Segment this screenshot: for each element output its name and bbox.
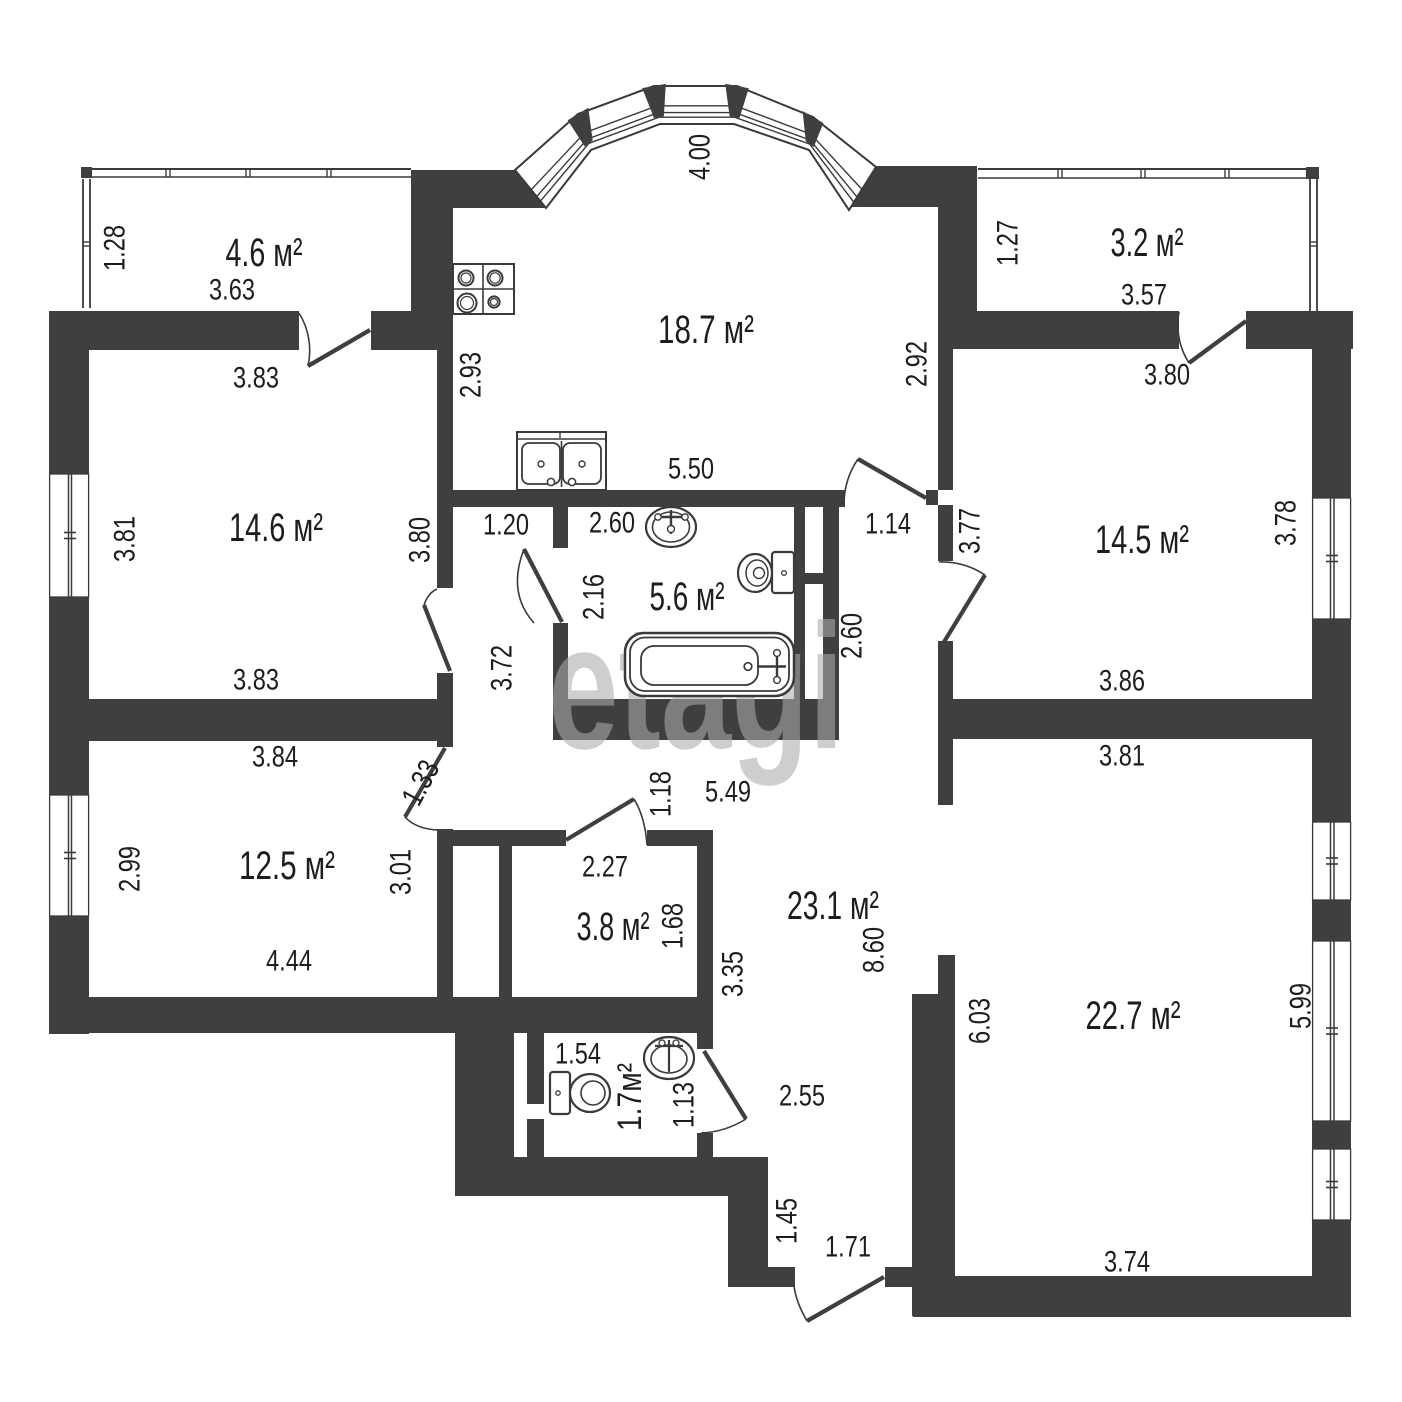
svg-text:2.60: 2.60 [589,507,635,540]
svg-text:18.7 м²: 18.7 м² [658,308,754,352]
svg-text:3.74: 3.74 [1104,1246,1150,1279]
svg-text:3.77: 3.77 [954,508,987,554]
svg-text:3.8 м²: 3.8 м² [577,905,650,949]
svg-text:1.45: 1.45 [771,1198,804,1244]
svg-text:2.16: 2.16 [578,574,611,620]
svg-text:1.7м²: 1.7м² [611,1063,649,1131]
svg-text:3.01: 3.01 [385,849,418,895]
svg-text:3.78: 3.78 [1270,500,1303,546]
svg-text:3.63: 3.63 [209,274,255,307]
svg-text:6.03: 6.03 [964,998,997,1044]
svg-text:4.00: 4.00 [684,134,717,180]
svg-text:1.18: 1.18 [645,771,678,817]
svg-text:14.5 м²: 14.5 м² [1095,518,1189,562]
svg-text:1.28: 1.28 [99,225,132,271]
svg-text:1.14: 1.14 [865,508,911,541]
svg-text:1.20: 1.20 [483,509,529,542]
svg-text:8.60: 8.60 [858,927,891,973]
svg-text:2.55: 2.55 [779,1080,825,1113]
svg-text:3.81: 3.81 [109,516,142,562]
svg-text:2.27: 2.27 [582,851,628,884]
svg-text:3.81: 3.81 [1099,740,1145,773]
svg-text:12.5 м²: 12.5 м² [239,844,335,888]
svg-text:3.80: 3.80 [404,517,437,563]
svg-text:4.44: 4.44 [266,945,312,978]
svg-text:1.13: 1.13 [668,1082,701,1128]
svg-text:3.2 м²: 3.2 м² [1111,221,1184,265]
svg-text:1.68: 1.68 [657,903,690,949]
svg-text:5.99: 5.99 [1285,983,1318,1029]
svg-text:3.35: 3.35 [717,951,750,997]
svg-text:3.83: 3.83 [233,664,279,697]
svg-text:3.83: 3.83 [233,362,279,395]
svg-text:5.50: 5.50 [668,453,714,486]
svg-text:3.72: 3.72 [486,645,519,691]
svg-text:2.93: 2.93 [455,352,488,398]
svg-text:23.1 м²: 23.1 м² [787,884,879,928]
svg-text:1.27: 1.27 [992,220,1025,266]
svg-text:4.6 м²: 4.6 м² [226,231,303,275]
svg-text:2.92: 2.92 [901,341,934,387]
svg-text:14.6 м²: 14.6 м² [229,506,323,550]
svg-text:5.6 м²: 5.6 м² [650,575,725,619]
svg-text:5.49: 5.49 [705,776,751,809]
svg-text:1.54: 1.54 [555,1038,601,1071]
svg-text:1.71: 1.71 [825,1231,871,1264]
svg-text:2.60: 2.60 [836,613,869,659]
svg-text:3.86: 3.86 [1099,665,1145,698]
svg-text:3.57: 3.57 [1121,279,1167,312]
svg-text:3.84: 3.84 [252,741,298,774]
svg-text:2.99: 2.99 [114,846,147,892]
svg-text:22.7 м²: 22.7 м² [1086,994,1181,1038]
svg-text:3.80: 3.80 [1144,359,1190,392]
